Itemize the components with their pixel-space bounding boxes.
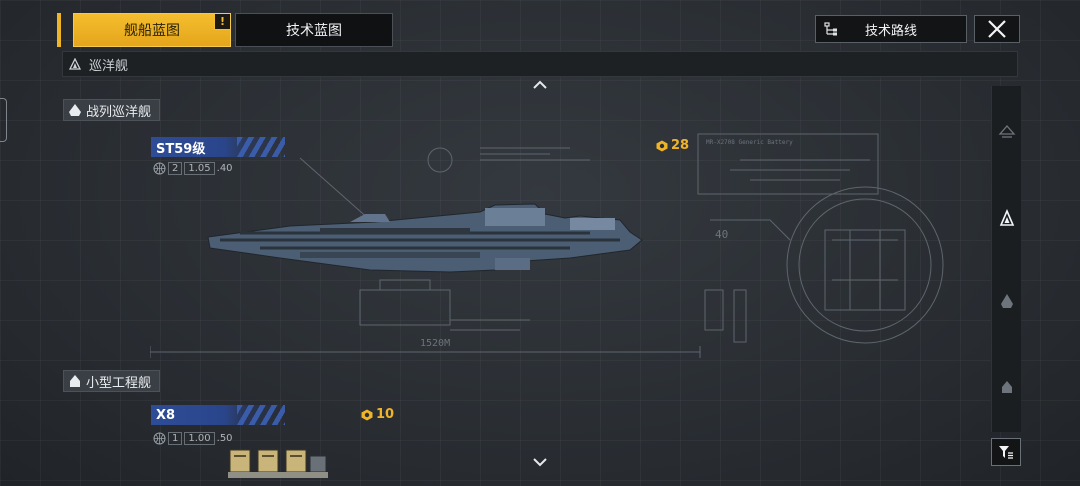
ship-stat-a: 1.00 bbox=[184, 432, 215, 445]
ship-tier: 1 bbox=[168, 432, 183, 445]
ship-cost-value: 10 bbox=[376, 407, 395, 422]
ship-name: X8 bbox=[156, 407, 176, 423]
engineering-ship-art bbox=[228, 449, 328, 478]
cruiser-class-icon bbox=[69, 58, 81, 70]
category-label: 巡洋舰 bbox=[89, 58, 129, 74]
ship-tier: 2 bbox=[168, 162, 183, 175]
ship-name-bar: ST59级 bbox=[151, 137, 285, 157]
chevron-down-icon[interactable] bbox=[532, 457, 548, 467]
battleship-class-icon[interactable] bbox=[998, 292, 1016, 310]
cruiser-class-icon[interactable] bbox=[998, 209, 1016, 227]
filter-icon bbox=[999, 446, 1013, 459]
engineering-ship-icon bbox=[70, 375, 80, 387]
name-bar-stripes bbox=[237, 405, 285, 425]
ship-hull bbox=[207, 203, 643, 273]
group-label-engineering: 小型工程舰 bbox=[63, 370, 161, 392]
close-button[interactable] bbox=[974, 15, 1020, 43]
group-label-text: 战列巡洋舰 bbox=[86, 104, 152, 120]
tab-tech-blueprint[interactable]: 技术蓝图 bbox=[235, 13, 393, 47]
group-label-battlecruiser: 战列巡洋舰 bbox=[63, 99, 161, 121]
ship-name-bar: X8 bbox=[151, 405, 285, 425]
ship-cost: 10 bbox=[361, 407, 394, 422]
globe-icon bbox=[153, 162, 166, 175]
notification-badge: ! bbox=[214, 14, 230, 30]
blueprint-caption: MR-X2708 Generic Battery bbox=[706, 139, 793, 146]
class-side-nav bbox=[991, 86, 1021, 432]
close-icon bbox=[988, 20, 1006, 38]
ship-stats: 2 1.05 .40 bbox=[153, 161, 233, 176]
blueprint-currency-icon bbox=[361, 409, 373, 420]
filter-button[interactable] bbox=[991, 438, 1021, 466]
tab-ship-blueprint[interactable]: 舰船蓝图 ! bbox=[73, 13, 231, 47]
ship-stats: 1 1.00 .50 bbox=[153, 431, 233, 446]
globe-icon bbox=[153, 432, 166, 445]
tab-ship-blueprint-label: 舰船蓝图 bbox=[124, 23, 180, 39]
group-label-text: 小型工程舰 bbox=[86, 375, 152, 391]
left-edge-handle[interactable] bbox=[0, 98, 7, 142]
ship-cost: 28 bbox=[656, 138, 689, 153]
blueprint-length: 1520M bbox=[420, 338, 450, 349]
ship-name: ST59级 bbox=[156, 141, 206, 157]
ship-blueprint-art: 1520M 40 MR-X2708 Generic Battery bbox=[150, 133, 944, 358]
ship-stat-a: 1.05 bbox=[184, 162, 215, 175]
tab-bar-edge bbox=[57, 13, 61, 47]
tab-tech-blueprint-label: 技术蓝图 bbox=[286, 23, 342, 39]
blueprint-width: 40 bbox=[715, 228, 728, 241]
category-header: 巡洋舰 bbox=[62, 51, 1018, 77]
carrier-class-icon[interactable] bbox=[998, 378, 1016, 396]
chevron-up-icon[interactable] bbox=[532, 80, 548, 90]
blueprint-currency-icon bbox=[656, 140, 668, 151]
frigate-class-icon[interactable] bbox=[998, 122, 1016, 140]
battlecruiser-icon bbox=[69, 104, 81, 116]
ship-cost-value: 28 bbox=[671, 138, 690, 153]
tech-route-icon bbox=[824, 22, 837, 36]
ship-stat-b: .50 bbox=[216, 433, 233, 444]
tech-route-label: 技术路线 bbox=[864, 23, 917, 39]
name-bar-stripes bbox=[237, 137, 285, 157]
ship-stat-b: .40 bbox=[216, 163, 233, 174]
tech-route-button[interactable]: 技术路线 bbox=[815, 15, 967, 43]
